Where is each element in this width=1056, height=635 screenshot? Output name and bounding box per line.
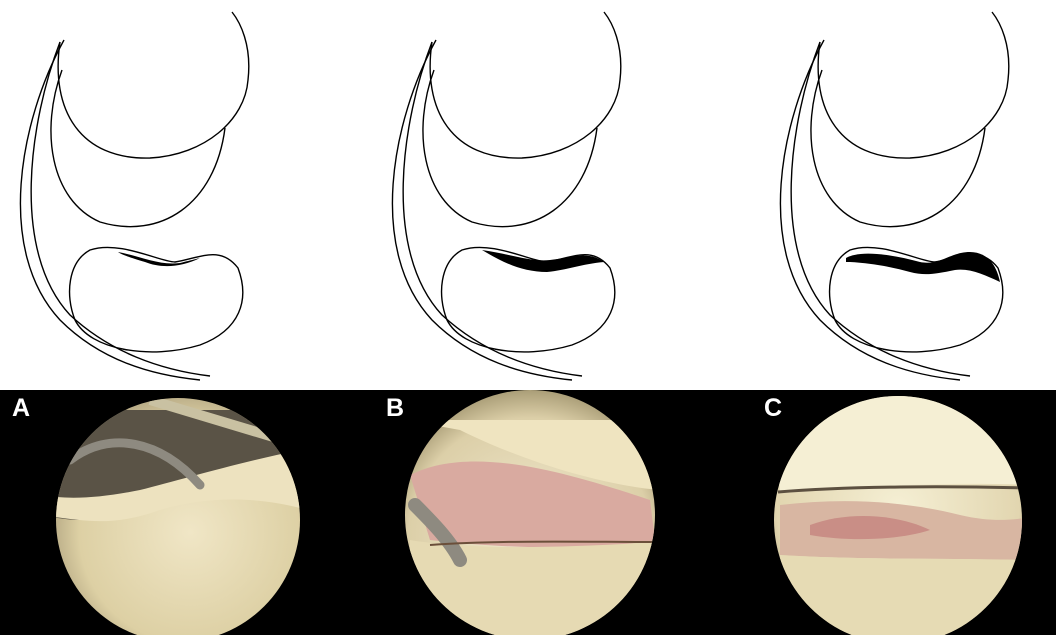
scope-view-a xyxy=(40,398,300,635)
panel-label-a: A xyxy=(12,396,30,421)
scope-view-b xyxy=(405,390,660,635)
arthroscopy-photo-strip: A B C xyxy=(0,390,1056,635)
diagram-a xyxy=(20,12,248,380)
arthroscopy-photos-svg xyxy=(0,390,1056,635)
panel-label-b: B xyxy=(386,396,404,421)
panel-label-c: C xyxy=(764,396,782,421)
diagram-b xyxy=(392,12,620,380)
schematic-diagrams-svg xyxy=(0,0,1056,390)
lesion-c xyxy=(846,252,1000,282)
lesion-b xyxy=(482,250,604,272)
scope-view-c xyxy=(770,395,1030,635)
schematic-diagrams-row xyxy=(0,0,1056,390)
diagram-c xyxy=(780,12,1008,380)
